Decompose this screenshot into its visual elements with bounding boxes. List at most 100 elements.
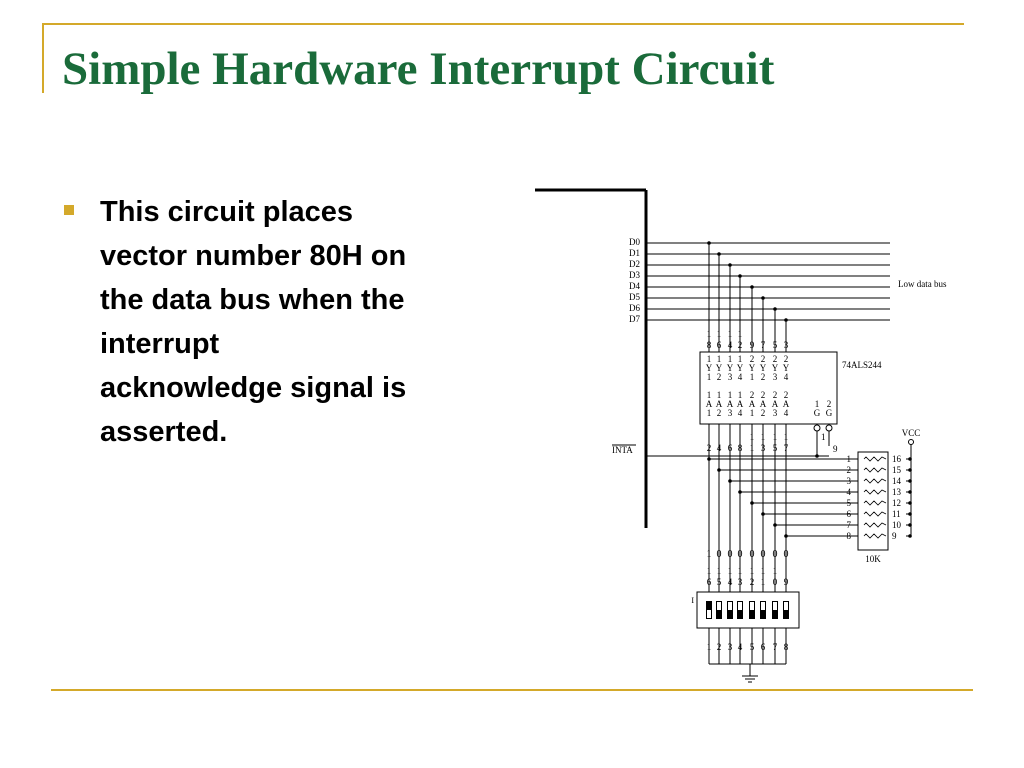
switch-pin: 1	[761, 577, 766, 587]
switch-pin: 5	[717, 577, 722, 587]
bullet-line: asserted.	[100, 416, 228, 448]
chip-y-label: 1	[717, 354, 722, 364]
chip-a-label: 4	[784, 408, 789, 418]
resistor-right-pin: 9	[892, 531, 897, 541]
switch-value: 0	[728, 549, 733, 560]
bullet-line: interrupt	[100, 328, 220, 360]
top-accent-line	[42, 23, 964, 25]
chip-y-label: 2	[773, 354, 778, 364]
chip-74als244	[699, 351, 838, 425]
switch-value: 1	[707, 549, 712, 560]
data-line-label: D6	[629, 303, 640, 313]
resistor-network-10k	[857, 451, 889, 551]
data-line-label: D7	[629, 314, 640, 324]
chip-a-label: A	[727, 399, 734, 409]
switch-pin: 6	[707, 577, 712, 587]
switch-pin: 4	[728, 577, 733, 587]
resistor-element	[863, 456, 887, 462]
chip-a-label: 1	[707, 408, 712, 418]
chip-top-pin: 1	[738, 329, 743, 339]
switch-toggle-off	[784, 602, 788, 610]
inverting-bubble	[813, 424, 821, 432]
chip-y-label: 2	[761, 372, 766, 382]
chip-a-label: A	[783, 399, 790, 409]
switch-pin: 1	[773, 566, 778, 576]
chip-y-label: Y	[716, 363, 723, 373]
resistor-right-pin: 12	[892, 498, 901, 508]
chip-a-label: 1	[738, 390, 743, 400]
switch-toggle-off	[728, 602, 732, 610]
chip-a-label: 2	[761, 408, 766, 418]
switch-value: 0	[750, 549, 755, 560]
chip-y-label: Y	[727, 363, 734, 373]
switch-pin: 1	[738, 566, 743, 576]
chip-g-label: G	[826, 408, 833, 418]
switch-bottom-pin: 6	[761, 642, 766, 652]
chip-a-label: A	[760, 399, 767, 409]
chip-y-label: 1	[707, 354, 712, 364]
switch-toggle-off	[717, 602, 721, 610]
slide-title: Simple Hardware Interrupt Circuit	[62, 43, 775, 95]
dip-switch	[696, 591, 800, 629]
chip-a-label: 1	[717, 390, 722, 400]
chip-y-label: 2	[784, 354, 789, 364]
chip-y-label: 3	[728, 372, 733, 382]
chip-top-pin: 2	[738, 340, 743, 350]
chip-y-label: Y	[783, 363, 790, 373]
bullet-line: vector number 80H on	[100, 240, 407, 272]
switch-value: 0	[717, 549, 722, 560]
chip-y-label: 2	[750, 354, 755, 364]
chip-y-label: 1	[750, 372, 755, 382]
resistor-right-pin: 15	[892, 465, 902, 475]
switch-toggle-on	[707, 610, 711, 618]
chip-a-label: A	[716, 399, 723, 409]
chip-top-pin: 7	[761, 340, 766, 350]
inta-label: INTA	[612, 445, 633, 455]
vcc-label: VCC	[902, 428, 921, 438]
chip-a-label: 1	[707, 390, 712, 400]
inverting-bubble	[825, 424, 833, 432]
switch-side-label: I	[691, 596, 694, 605]
chip-a-label: 3	[773, 408, 778, 418]
switch-pin: 1	[750, 566, 755, 576]
chip-y-label: 3	[773, 372, 778, 382]
chip-a-label: 2	[717, 408, 722, 418]
data-line-label: D1	[629, 248, 640, 258]
switch-toggle-off	[750, 602, 754, 610]
vcc-terminal	[908, 439, 914, 445]
resistor-right-pin: 11	[892, 509, 901, 519]
resistor-element	[863, 489, 887, 495]
chip-g-label: 1	[815, 399, 820, 409]
chip-y-label: 2	[761, 354, 766, 364]
chip-y-label: Y	[772, 363, 779, 373]
switch-toggle-off	[773, 602, 777, 610]
chip-a-label: 2	[773, 390, 778, 400]
chip-a-label: A	[737, 399, 744, 409]
switch-pin: 1	[707, 566, 712, 576]
switch-bottom-pin: 1	[707, 642, 712, 652]
switch-pin: 1	[728, 566, 733, 576]
resistor-element	[863, 500, 887, 506]
chip-y-label: Y	[737, 363, 744, 373]
chip-a-label: A	[706, 399, 713, 409]
resistor-element	[863, 533, 887, 539]
switch-bottom-pin: 3	[728, 642, 733, 652]
resistor-element	[863, 511, 887, 517]
chip-a-label: 3	[728, 408, 733, 418]
chip-g-label: 2	[827, 399, 832, 409]
resistor-element	[863, 478, 887, 484]
chip-a-label: 2	[750, 390, 755, 400]
chip-top-pin: 1	[717, 329, 722, 339]
chip-y-label: Y	[760, 363, 767, 373]
switch-value: 0	[773, 549, 778, 560]
switch-bottom-pin: 4	[738, 642, 743, 652]
bullet-line: This circuit places	[100, 196, 354, 228]
g-pin-label: 9	[833, 444, 838, 454]
chip-a-label: 2	[784, 390, 789, 400]
resistor-right-pin: 16	[892, 454, 902, 464]
chip-top-pin: 8	[707, 340, 712, 350]
chip-top-pin: 9	[750, 340, 755, 350]
switch-toggle-off	[738, 602, 742, 610]
chip-y-label: 1	[707, 372, 712, 382]
switch-pin: 2	[750, 577, 755, 587]
